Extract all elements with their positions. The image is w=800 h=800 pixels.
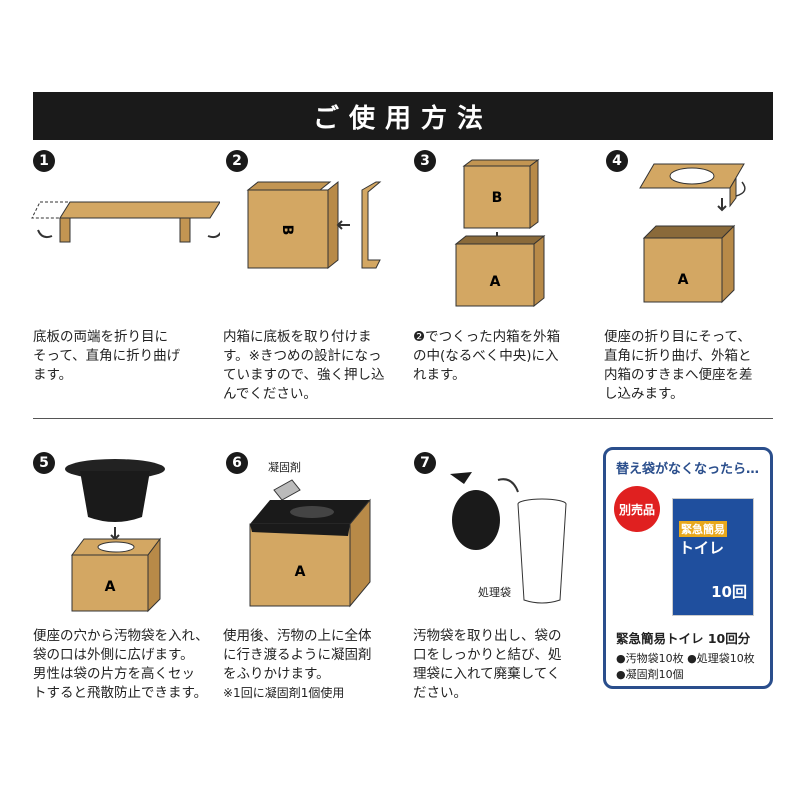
step-number-2: 2 [226, 150, 248, 172]
product-contents-1: ●汚物袋10枚 ●処理袋10枚 [616, 652, 755, 665]
box-label-b: B [492, 190, 503, 206]
box-label-a: A [295, 564, 306, 580]
coagulant-label: 凝固剤 [268, 461, 301, 474]
step-7-text: 汚物袋を取り出し、袋の 口をしっかりと結び、処 理袋に入れて廃棄してく ださい。 [413, 628, 562, 701]
step-6-text: 使用後、汚物の上に全体 に行き渡るように凝固剤 をふりかけます。 [223, 628, 372, 682]
package-title-1: 緊急簡易 [679, 521, 727, 537]
step-1-text: 底板の両端を折り目に そって、直角に折り曲げ ます。 [33, 329, 181, 383]
step-2-text: 内箱に底板を取り付けま す。※きつめの設計になっ ていますので、強く押し込 んで… [223, 329, 385, 402]
step-5-illustration: A [65, 459, 165, 613]
step-6-illustration: A [249, 479, 371, 608]
step-number-3: 3 [414, 150, 436, 172]
step-3-text: ❷でつくった内箱を外箱 の中(なるべく中央)に入 れます。 [413, 329, 561, 383]
page-title: ご使用方法 [312, 103, 493, 134]
box-label-b: B [279, 225, 295, 236]
product-name: 緊急簡易トイレ 10回分 [616, 631, 751, 646]
step-number-7: 7 [414, 452, 436, 474]
box-label-a: A [678, 272, 689, 288]
box-label-a: A [490, 274, 501, 290]
box-label-a: A [105, 579, 116, 595]
product-package-image: 緊急簡易 トイレ 10回 [672, 498, 754, 616]
step-number-4: 4 [606, 150, 628, 172]
step-5-text: 便座の穴から汚物袋を入れ、 袋の口は外側に広げます。 男性は袋の片方を高くセッ … [33, 628, 209, 701]
step-4-illustration: A [639, 163, 746, 304]
refill-product-panel: 替え袋がなくなったら… 別売品 緊急簡易 トイレ 10回 緊急簡易トイレ 10回… [603, 447, 773, 689]
step-number-5: 5 [33, 452, 55, 474]
step-7-illustration [450, 472, 567, 604]
refill-heading: 替え袋がなくなったら… [616, 462, 760, 477]
step-3-illustration: B A [454, 159, 546, 308]
disposal-bag-label: 処理袋 [478, 586, 511, 599]
package-count: 10回 [711, 583, 747, 601]
header-bar: ご使用方法 [33, 92, 773, 140]
step-4-text: 便座の折り目にそって、 直角に折り曲げ、外箱と 内箱のすきまへ便座を差 し込みま… [604, 329, 753, 402]
step-number-6: 6 [226, 452, 248, 474]
step-1-illustration [31, 201, 220, 243]
sold-separately-badge: 別売品 [614, 486, 660, 532]
package-title-2: トイレ [679, 539, 725, 557]
section-divider [33, 418, 773, 419]
step-6-note: ※1回に凝固剤1個使用 [223, 686, 345, 700]
step-number-1: 1 [33, 150, 55, 172]
product-contents-2: ●凝固剤10個 [616, 668, 684, 681]
step-2-illustration: B [246, 180, 382, 270]
